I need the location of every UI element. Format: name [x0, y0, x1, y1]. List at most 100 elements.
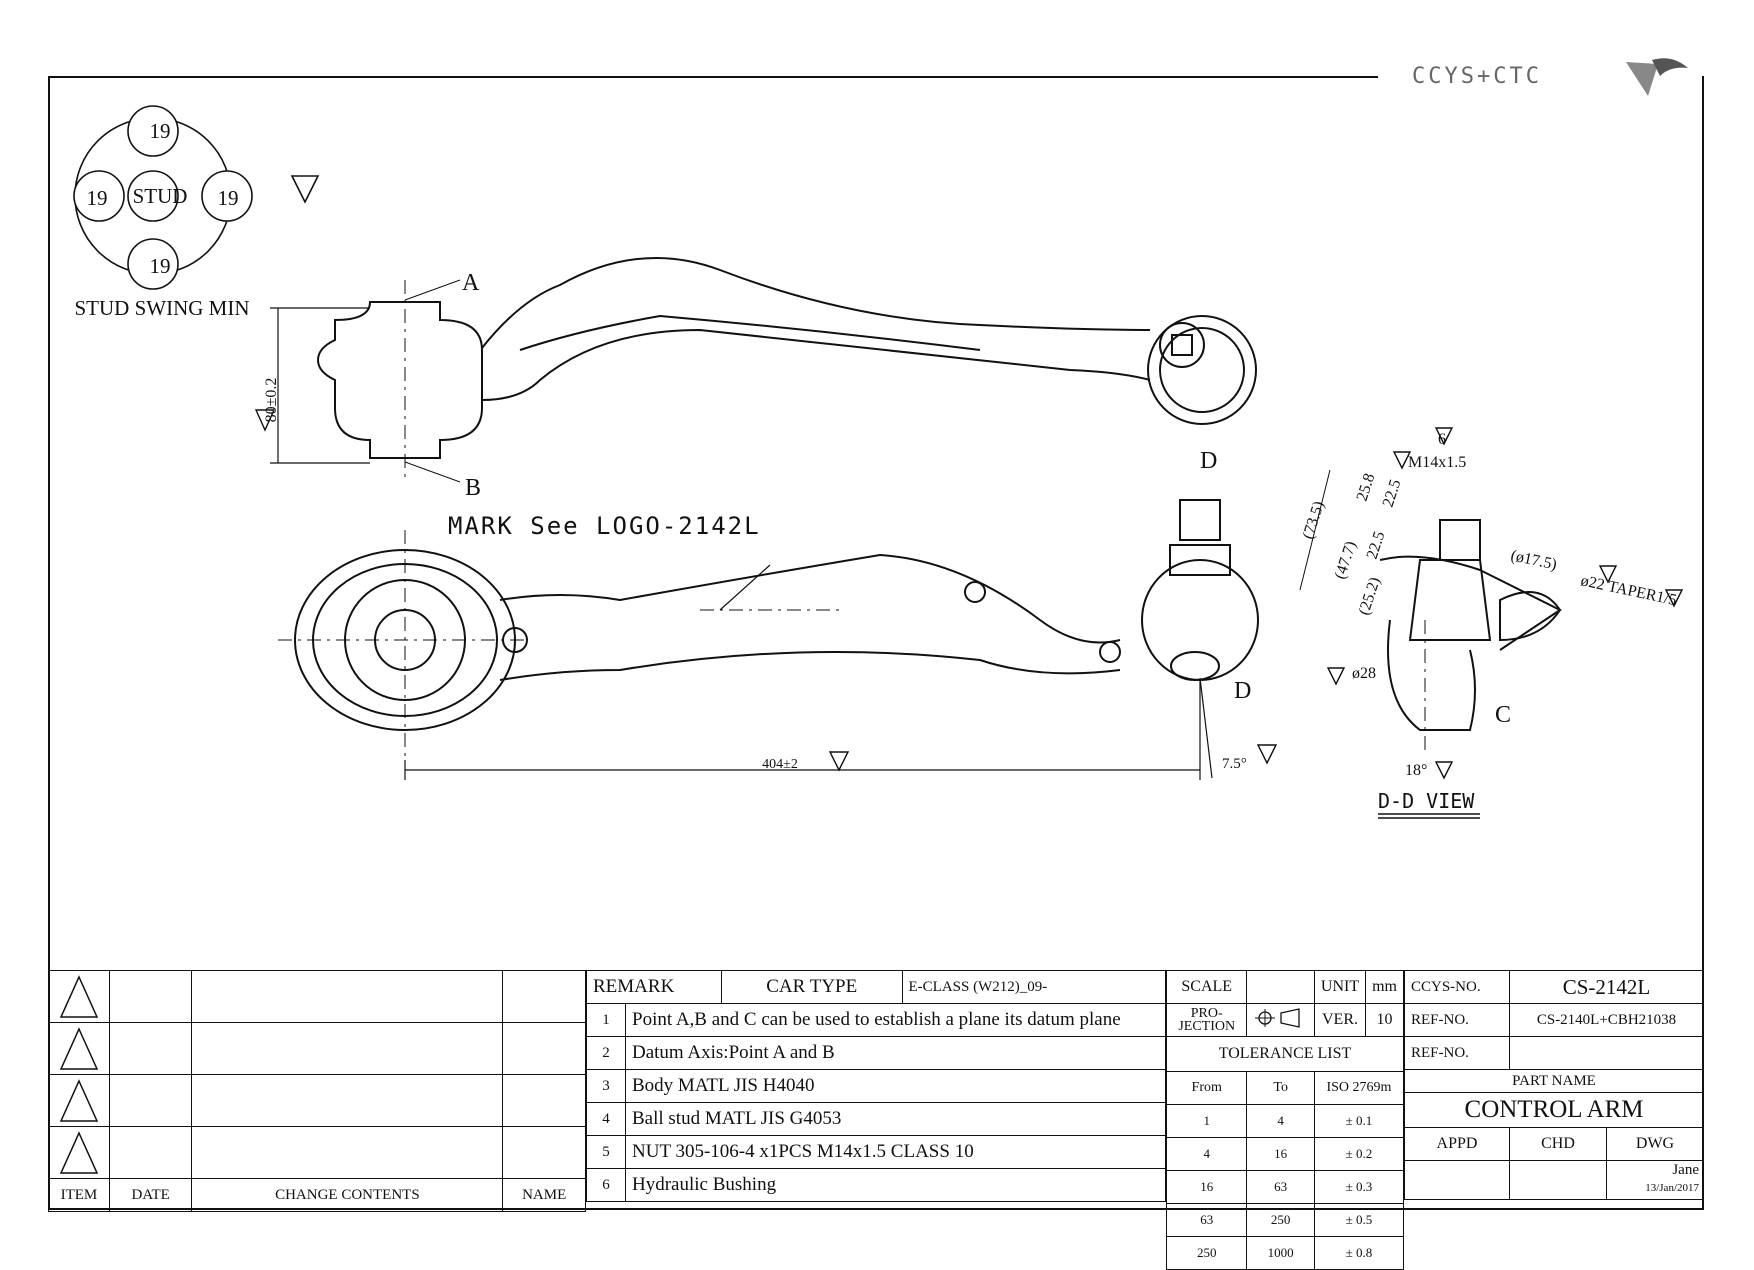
car-type-label: CAR TYPE [720, 970, 903, 1004]
swing-angle-bottom: 19 [150, 254, 171, 278]
revision-triangle-icon [59, 1130, 99, 1174]
angle-dimension: 7.5° [1222, 756, 1247, 772]
tolerance-to: 16 [1246, 1137, 1315, 1171]
tolerance-from: 1 [1165, 1104, 1248, 1138]
stud-label: STUD [133, 184, 188, 208]
tolerance-to: 4 [1246, 1104, 1315, 1138]
dd-22-5-b: 22.5 [1364, 529, 1389, 561]
remark-text: Body MATL JIS H4040 [625, 1069, 1166, 1103]
projection-symbol-icon [1255, 1007, 1301, 1028]
tolerance-to-header: To [1246, 1071, 1315, 1105]
drawing-frame [48, 76, 1704, 1210]
tolerance-from: 63 [1165, 1203, 1248, 1237]
remark-no: 5 [586, 1135, 626, 1169]
frame-top-line [48, 76, 1378, 78]
datum-triangle-icon [1664, 589, 1684, 608]
dd-25-8: 25.8 [1354, 471, 1379, 503]
item-header: ITEM [48, 1178, 110, 1212]
length-dimension: 404±2 [762, 757, 798, 772]
datum-triangle-icon [254, 409, 276, 432]
datum-triangle-icon [1326, 667, 1346, 686]
tolerance-value: ± 0.2 [1313, 1137, 1405, 1171]
ref-no-label: REF-NO. [1404, 1003, 1510, 1037]
tolerance-title: TOLERANCE LIST [1166, 1036, 1404, 1072]
datum-triangle-icon [828, 751, 850, 772]
control-arm-drawing: STUD 19 19 19 19 STUD SWING MIN A B 80±0… [73, 105, 1684, 819]
tolerance-from: 4 [1165, 1137, 1248, 1171]
name-header: NAME [502, 1178, 586, 1212]
dd-25-2: (25.2) [1356, 575, 1384, 617]
tolerance-value: ± 0.3 [1313, 1170, 1405, 1204]
tolerance-to: 1000 [1246, 1236, 1315, 1270]
datum-triangle-icon [1434, 761, 1454, 780]
tolerance-value: ± 0.1 [1313, 1104, 1405, 1138]
dd-17-5: (ø17.5) [1509, 547, 1558, 573]
remark-no: 2 [586, 1036, 626, 1070]
remark-no: 1 [586, 1003, 626, 1037]
part-info-table: CCYS-NO. CS-2142L REF-NO. CS-2140L+CBH21… [1404, 970, 1704, 1200]
revision-triangle-icon [59, 974, 99, 1018]
ver-label: VER. [1313, 1003, 1367, 1037]
datum-triangle-icon [1434, 427, 1454, 446]
side-view [270, 257, 1257, 483]
remark-text: Hydraulic Bushing [625, 1168, 1166, 1202]
scale-tolerance-table: SCALE UNIT mm PRO- JECTION VER. 10 TOLER… [1165, 970, 1405, 1270]
tolerance-to: 63 [1246, 1170, 1315, 1204]
ref-no-2-label: REF-NO. [1404, 1036, 1510, 1070]
scale-label: SCALE [1165, 970, 1248, 1004]
revision-table: ITEM DATE CHANGE CONTENTS NAME [48, 970, 586, 1212]
ref-no-value: CS-2140L+CBH21038 [1509, 1003, 1704, 1037]
part-name-value: CONTROL ARM [1404, 1092, 1704, 1128]
unit-value: mm [1365, 970, 1404, 1004]
tolerance-iso-header: ISO 2769m [1313, 1071, 1405, 1105]
point-a-label: A [462, 270, 480, 296]
company-logo-icon [1626, 58, 1688, 96]
dd-taper: ø22 TAPER1/5 [1579, 572, 1678, 609]
revision-triangle-icon [59, 1026, 99, 1070]
ver-value: 10 [1365, 1003, 1404, 1037]
tolerance-value: ± 0.8 [1313, 1236, 1405, 1270]
projection-label: PRO- JECTION [1165, 1003, 1248, 1037]
swing-angle-top: 19 [150, 119, 171, 143]
mark-note: MARK See LOGO-2142L [448, 512, 761, 540]
section-d-bottom-label: D [1234, 678, 1251, 704]
top-view [278, 499, 1259, 780]
dd-28: ø28 [1352, 665, 1376, 682]
stud-swing-diagram [73, 105, 253, 290]
swing-angle-right: 19 [218, 186, 239, 210]
change-contents-header: CHANGE CONTENTS [191, 1178, 504, 1212]
remark-no: 4 [586, 1102, 626, 1136]
dd-47-7: (47.7) [1332, 539, 1360, 581]
remark-label: REMARK [586, 970, 722, 1004]
point-b-label: B [465, 475, 481, 501]
remark-text: Ball stud MATL JIS G4053 [625, 1102, 1166, 1136]
datum-triangle-icon [1598, 565, 1618, 584]
dd-overall: (73.5) [1300, 499, 1328, 541]
remark-text: NUT 305-106-4 x1PCS M14x1.5 CLASS 10 [625, 1135, 1166, 1169]
remark-no: 6 [586, 1168, 626, 1202]
revision-triangle-icon [59, 1078, 99, 1122]
dwg-name: Jane [1672, 1162, 1699, 1178]
unit-label: UNIT [1313, 970, 1367, 1004]
height-dimension: 80±0.2 [263, 378, 280, 423]
ccys-no-value: CS-2142L [1509, 970, 1704, 1004]
datum-triangle-icon [1256, 744, 1278, 765]
date-header: DATE [108, 1178, 193, 1212]
dwg-date: 13/Jan/2017 [1645, 1182, 1699, 1194]
tolerance-from: 250 [1165, 1236, 1248, 1270]
datum-triangle-icon [1392, 451, 1412, 470]
stud-swing-labels: STUD 19 19 19 19 STUD SWING MIN [75, 119, 250, 320]
dd-section-view [1299, 469, 1562, 750]
appd-label: APPD [1404, 1127, 1510, 1161]
tolerance-value: ± 0.5 [1313, 1203, 1405, 1237]
ccys-no-label: CCYS-NO. [1404, 970, 1510, 1004]
dd-thread: M14x1.5 [1408, 454, 1466, 471]
remark-text: Point A,B and C can be used to establish… [625, 1003, 1166, 1037]
swing-angle-left: 19 [87, 186, 108, 210]
part-name-label: PART NAME [1404, 1069, 1704, 1093]
car-type-value: E-CLASS (W212)_09- [901, 970, 1166, 1004]
dd-18: 18° [1405, 762, 1427, 779]
stud-swing-caption: STUD SWING MIN [75, 296, 250, 320]
dd-22-5-a: 22.5 [1380, 477, 1405, 509]
